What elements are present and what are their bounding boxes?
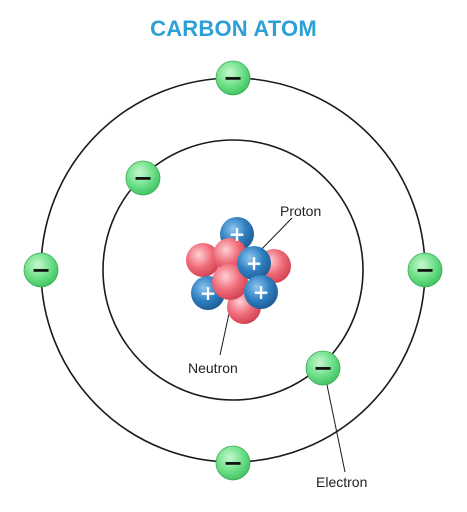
electron: − [23,252,59,288]
neutron-label: Neutron [188,360,238,376]
proton-plus-icon: + [200,281,217,305]
electron: − [305,350,341,386]
electron-minus-icon: − [415,256,435,284]
proton [244,275,278,309]
electron: − [125,160,161,196]
proton-plus-icon: + [253,280,270,304]
electron: − [215,445,251,481]
proton [237,246,271,280]
electron-minus-icon: − [223,64,243,92]
proton-plus-icon: + [246,251,263,275]
proton-label: Proton [280,203,321,219]
nucleus: + + + + [186,217,291,324]
electron: − [215,60,251,96]
neutron [212,264,248,300]
electron-minus-icon: − [313,354,333,382]
neutron [186,243,220,277]
electron-pointer-line [325,379,346,473]
page-title: CARBON ATOM [150,16,317,41]
inner-orbit [102,139,364,401]
proton-plus-icon: + [229,222,246,246]
electron-minus-icon: − [31,256,51,284]
electron-minus-icon: − [223,449,243,477]
electron-minus-icon: − [133,164,153,192]
electron-label: Electron [316,474,367,490]
electron: − [407,252,443,288]
